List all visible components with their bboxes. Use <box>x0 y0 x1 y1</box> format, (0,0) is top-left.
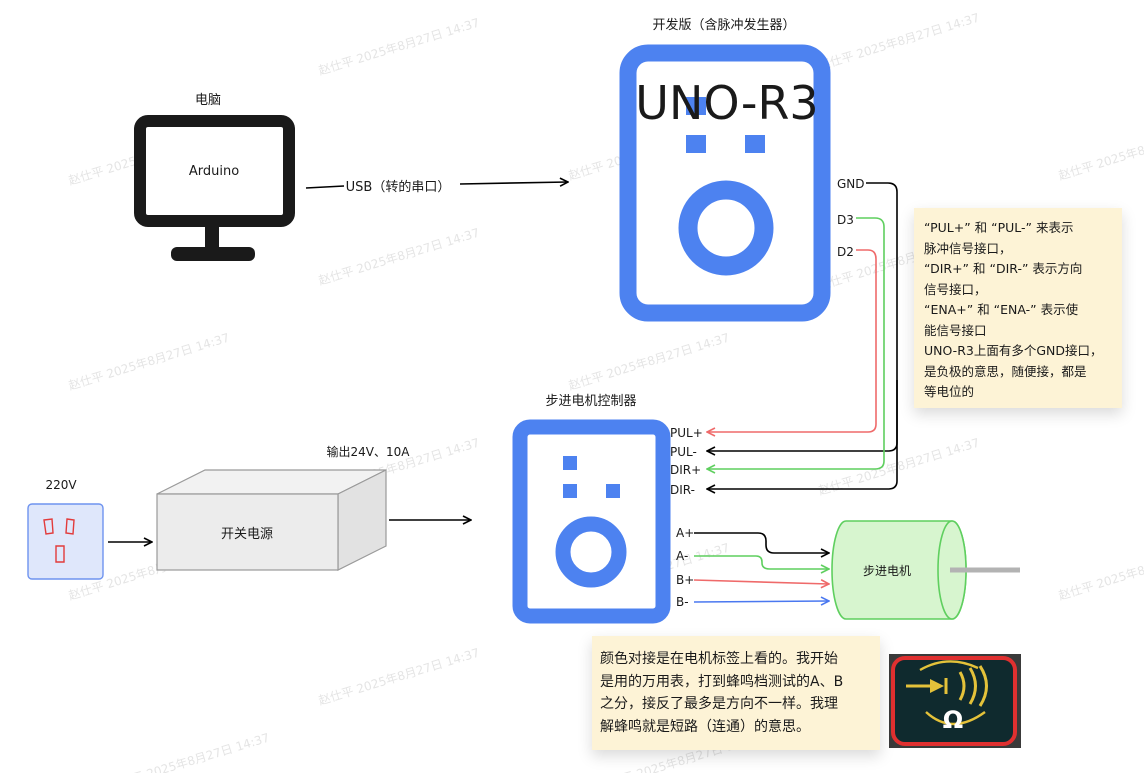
watermark: 赵仕平 2025年8月27日 14:37 <box>1057 540 1144 602</box>
note-line: UNO-R3上面有多个GND接口， <box>924 343 1103 358</box>
buzzer-icon <box>958 671 966 701</box>
outlet-label: 220V <box>45 478 77 492</box>
outlet-slot <box>65 518 75 535</box>
signal-wires <box>707 182 898 489</box>
motor-wires <box>693 532 829 602</box>
note-line: 解蜂鸣就是短路（连通）的意思。 <box>600 718 810 735</box>
screen-text: Arduino <box>189 164 239 179</box>
monitor-icon <box>134 115 295 227</box>
note-line: 信号接口， <box>924 281 987 297</box>
watermark: 赵仕平 2025年8月27日 14:37 <box>317 15 481 77</box>
input-pul-minus: PUL- <box>670 445 697 459</box>
wire-gnd-pul-minus <box>707 182 898 451</box>
signal-note: “PUL+” 和 “PUL-” 来表示 脉冲信号接口， “DIR+” 和 “DI… <box>914 208 1122 408</box>
note-line: 脉冲信号接口， <box>924 240 1012 256</box>
usb-arrow <box>459 182 568 184</box>
output-a-plus: A+ <box>676 526 694 540</box>
input-dir-plus: DIR+ <box>670 463 701 477</box>
monitor-stand <box>205 227 219 249</box>
wire-d2-pul-plus <box>707 249 877 432</box>
monitor-base <box>171 247 255 261</box>
usb-wire-left <box>305 185 345 189</box>
stepper-driver: 步进电机控制器 PUL+ PUL- DIR+ DIR- A+ A- B+ B- <box>512 394 703 624</box>
pin-d2: D2 <box>837 245 854 259</box>
output-b-minus: B- <box>676 595 689 609</box>
watermark: 赵仕平 2025年8月27日 14:37 <box>567 330 731 392</box>
board-led <box>745 135 765 153</box>
wire-a-minus <box>694 555 829 569</box>
note-line: “DIR+” 和 “DIR-” 表示方向 <box>924 261 1083 276</box>
driver-led <box>563 484 577 498</box>
input-dir-minus: DIR- <box>670 483 695 497</box>
buzzer-icon <box>978 665 988 707</box>
watermark: 赵仕平 2025年8月27日 14:37 <box>817 10 981 72</box>
watermark: 赵仕平 2025年8月27日 14:37 <box>317 225 481 287</box>
note-line: “ENA+” 和 “ENA-” 表示使 <box>924 302 1079 317</box>
note-line: 是用的万用表，打到蜂鸣档测试的A、B <box>600 673 844 690</box>
output-b-plus: B+ <box>676 573 694 587</box>
usb-link: USB（转的串口） <box>305 179 568 195</box>
wire-b-plus <box>693 580 829 584</box>
note-line: 之分，接反了最多是方向不一样。我理 <box>600 696 838 712</box>
board-led <box>686 97 706 115</box>
outlet-icon <box>27 503 104 580</box>
psu-front <box>156 493 339 571</box>
outlet-ground <box>55 545 65 563</box>
power-outlet: 220V <box>27 478 152 580</box>
note-line: “PUL+” 和 “PUL-” 来表示 <box>924 220 1074 235</box>
note-line: 是负极的意思，随便接，都是 <box>924 363 1087 379</box>
uno-board: 开发版（含脉冲发生器） UNO-R3 GND D3 D2 <box>619 17 865 322</box>
pin-gnd: GND <box>837 177 865 191</box>
diode-icon <box>930 679 944 693</box>
wire-gnd-dir-minus <box>707 380 898 489</box>
outlet-slot <box>43 518 54 535</box>
multimeter-buzzer: Ω <box>889 654 1021 748</box>
board-circle <box>678 180 774 276</box>
psu-output-label: 输出24V、10A <box>327 444 411 459</box>
psu-label: 开关电源 <box>221 527 273 542</box>
driver-circle <box>555 516 627 588</box>
board-title: 开发版（含脉冲发生器） <box>652 17 795 33</box>
usb-label: USB（转的串口） <box>346 179 451 195</box>
motor-label: 步进电机 <box>863 564 911 578</box>
note-line: 颜色对接是在电机标签上看的。我开始 <box>600 651 838 667</box>
note-line: 能信号接口 <box>924 322 987 338</box>
watermark: 赵仕平 2025年8月27日 14:37 <box>317 645 481 707</box>
watermark: 赵仕平 2025年8月27日 14:37 <box>107 730 271 773</box>
note-line: 等电位的 <box>924 384 975 399</box>
wire-b-minus <box>693 601 829 602</box>
wire-a-plus <box>694 532 829 553</box>
driver-title: 步进电机控制器 <box>545 394 636 409</box>
stepper-motor: 步进电机 <box>831 520 1020 620</box>
driver-led <box>606 484 620 498</box>
output-a-minus: A- <box>676 549 688 563</box>
ohm-icon: Ω <box>943 706 963 734</box>
watermark: 赵仕平 2025年8月27日 14:37 <box>1057 120 1144 182</box>
power-supply: 输出24V、10A 开关电源 <box>156 444 471 571</box>
pin-d3: D3 <box>837 213 854 227</box>
color-note: 颜色对接是在电机标签上看的。我开始 是用的万用表，打到蜂鸣档测试的A、B 之分，… <box>592 636 880 750</box>
watermark: 赵仕平 2025年8月27日 14:37 <box>67 330 231 392</box>
computer-title: 电脑 <box>195 93 221 108</box>
board-model: UNO-R3 <box>635 76 818 130</box>
board-led <box>686 135 706 153</box>
driver-led <box>563 456 577 470</box>
buzzer-icon <box>968 667 977 705</box>
computer: 电脑 Arduino <box>134 93 295 261</box>
input-pul-plus: PUL+ <box>670 426 703 440</box>
dial-arc-icon <box>919 660 979 672</box>
dial-arc-icon <box>925 711 986 726</box>
wire-d3-dir-plus <box>707 217 885 469</box>
